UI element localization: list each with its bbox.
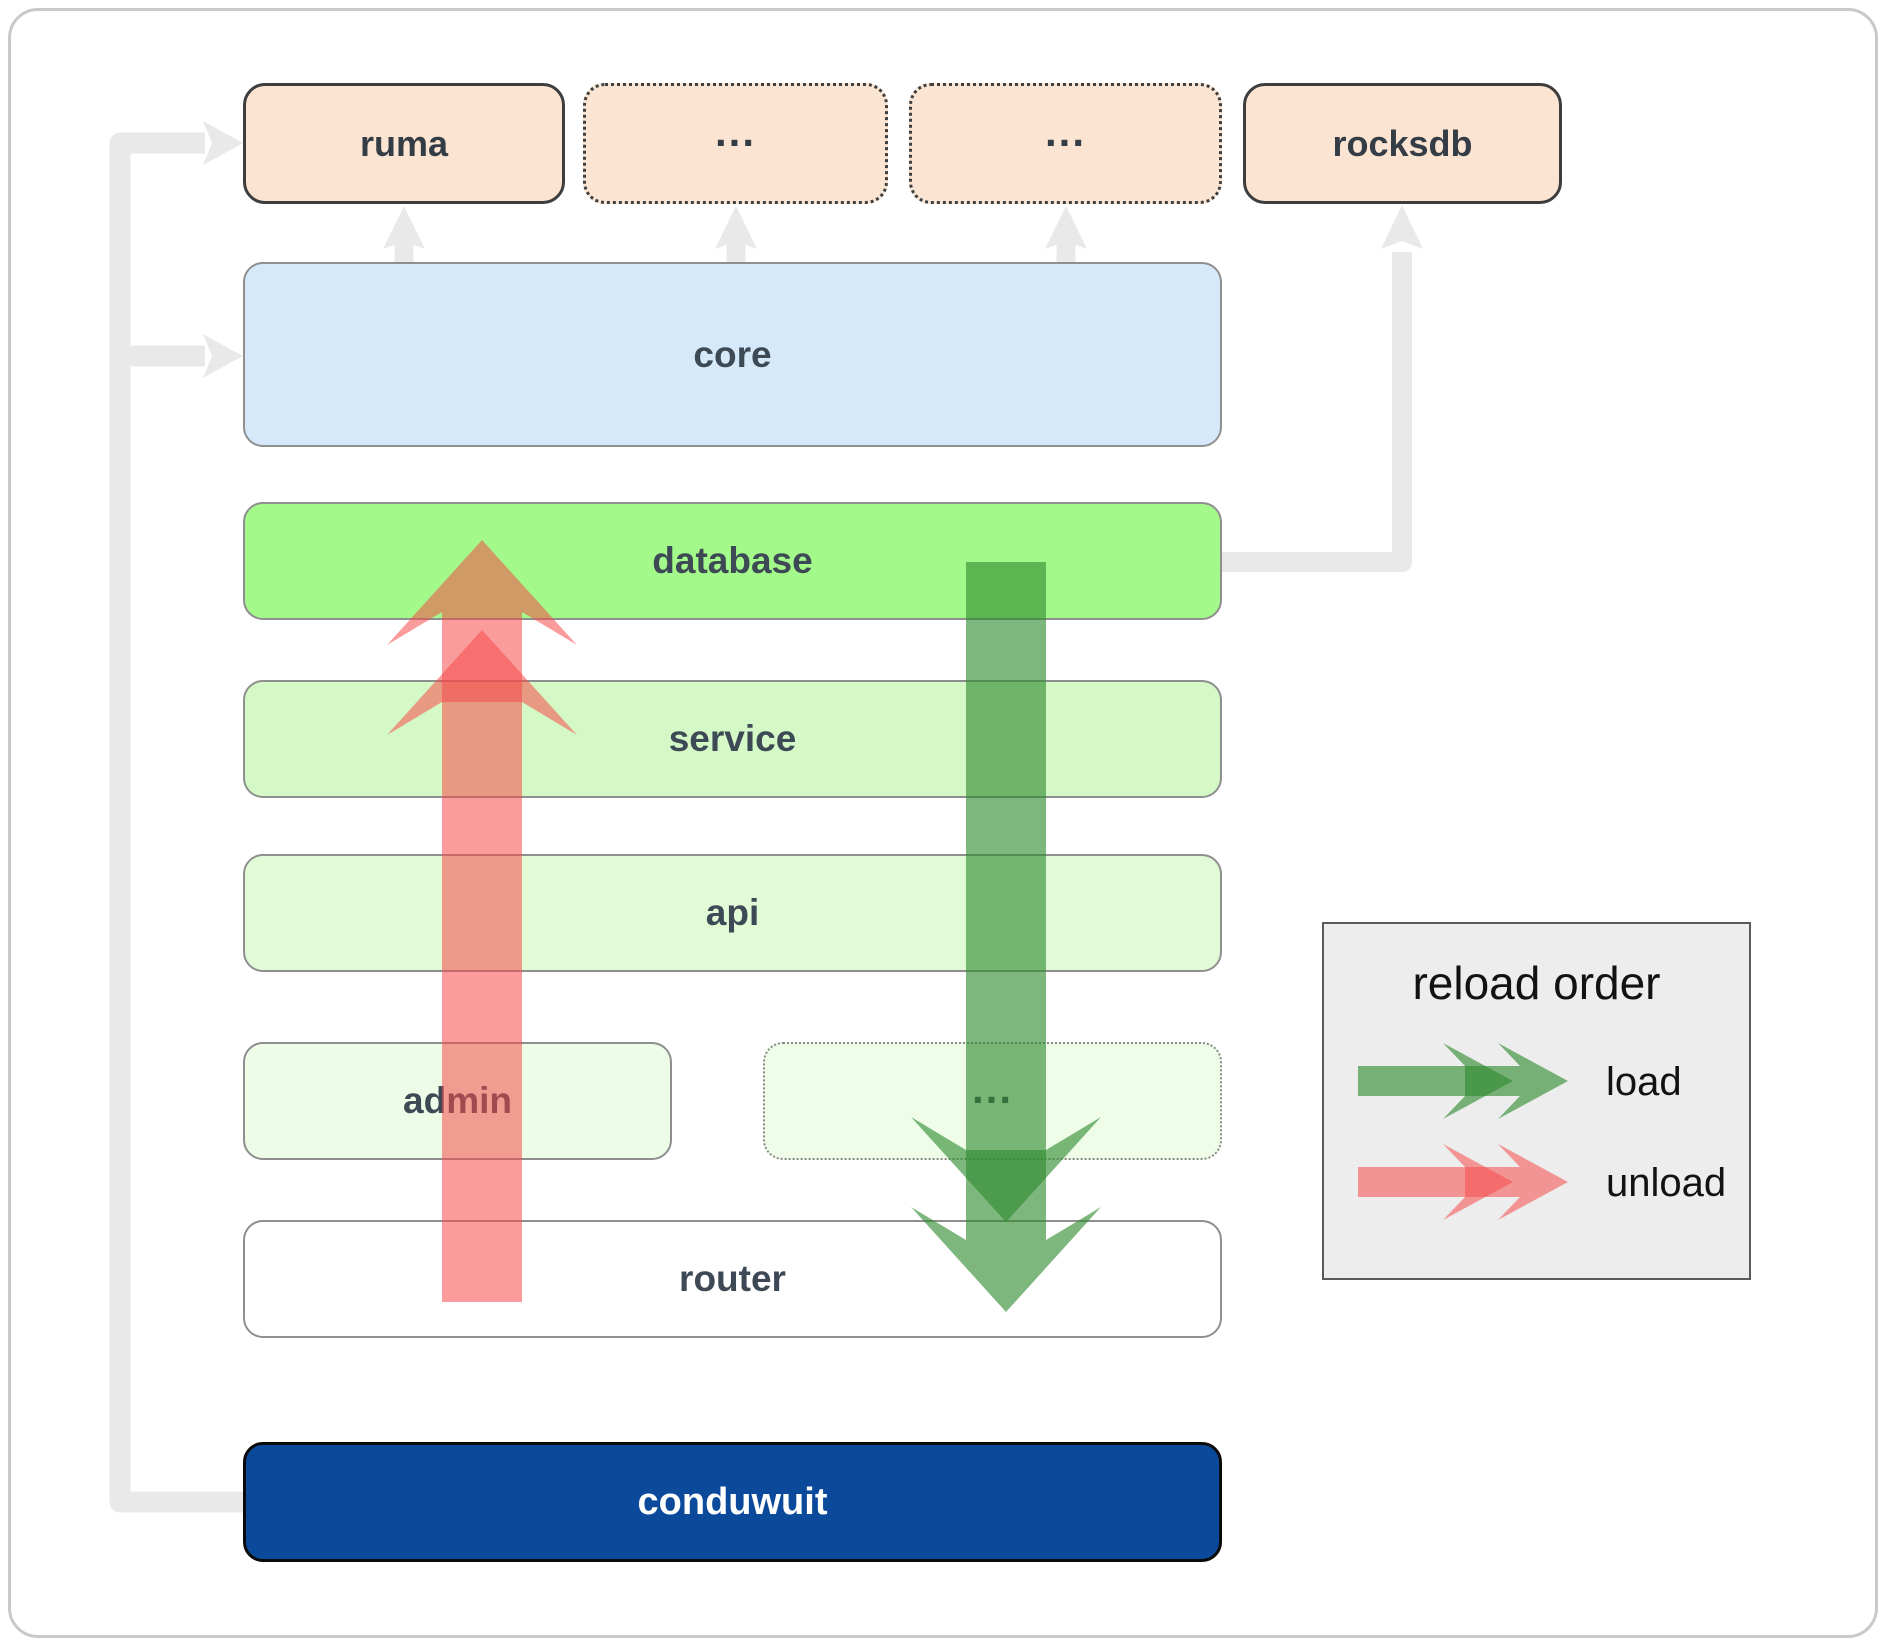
node-conduwuit-label: conduwuit <box>637 1480 828 1523</box>
legend-reload-order: reload order load unload <box>1322 922 1751 1280</box>
node-core: core <box>243 262 1222 447</box>
node-ruma: ruma <box>243 83 565 204</box>
node-external-2: ... <box>909 83 1222 204</box>
node-service: service <box>243 680 1222 798</box>
legend-load-label: load <box>1606 1060 1682 1104</box>
node-service-label: service <box>668 718 797 759</box>
node-router-label: router <box>679 1258 786 1299</box>
node-database-label: database <box>652 540 813 581</box>
node-admin: admin <box>243 1042 672 1160</box>
legend-unload-label: unload <box>1606 1161 1727 1205</box>
node-database: database <box>243 502 1222 620</box>
node-external-2-label: ... <box>1044 107 1086 155</box>
node-rocksdb: rocksdb <box>1243 83 1562 204</box>
node-admin-external: ... <box>763 1042 1222 1160</box>
node-conduwuit: conduwuit <box>243 1442 1222 1562</box>
node-rocksdb-label: rocksdb <box>1332 122 1473 164</box>
node-admin-external-label: ... <box>971 1065 1013 1112</box>
legend-title: reload order <box>1412 957 1661 1009</box>
node-ruma-label: ruma <box>359 122 449 164</box>
node-admin-label: admin <box>403 1080 512 1121</box>
outer-border <box>8 8 1878 1638</box>
node-router: router <box>243 1220 1222 1338</box>
node-external-1-label: ... <box>714 107 756 155</box>
node-core-label: core <box>693 333 772 375</box>
node-external-1: ... <box>583 83 888 204</box>
node-api: api <box>243 854 1222 972</box>
node-api-label: api <box>705 892 760 933</box>
